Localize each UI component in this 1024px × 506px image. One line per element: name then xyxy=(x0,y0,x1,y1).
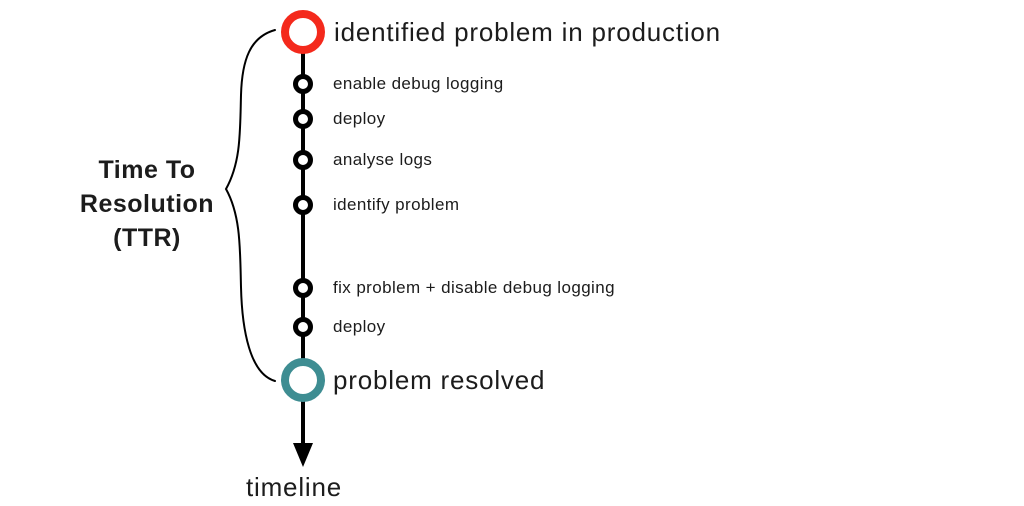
milestone-label-end: problem resolved xyxy=(333,365,546,395)
milestone-dot xyxy=(293,278,313,298)
milestone-label-start: identified problem in production xyxy=(334,17,721,47)
milestone-label: fix problem + disable debug logging xyxy=(333,278,615,297)
ttr-brace-label: Time To Resolution (TTR) xyxy=(79,156,215,252)
milestone-dot xyxy=(293,317,313,337)
milestone-label: deploy xyxy=(333,109,386,128)
milestone-dot xyxy=(293,109,313,129)
milestone-dot xyxy=(293,150,313,170)
start-marker-icon xyxy=(281,10,325,54)
end-marker-icon xyxy=(281,358,325,402)
milestone-dot xyxy=(293,195,313,215)
milestone-label: identify problem xyxy=(333,195,460,214)
ttr-brace xyxy=(224,29,276,382)
milestone-dot xyxy=(293,74,313,94)
timeline-axis-label: timeline xyxy=(246,472,342,502)
timeline-arrowhead-icon xyxy=(293,443,313,467)
milestone-label: analyse logs xyxy=(333,150,433,169)
milestone-label: enable debug logging xyxy=(333,74,504,93)
milestone-label: deploy xyxy=(333,317,386,336)
